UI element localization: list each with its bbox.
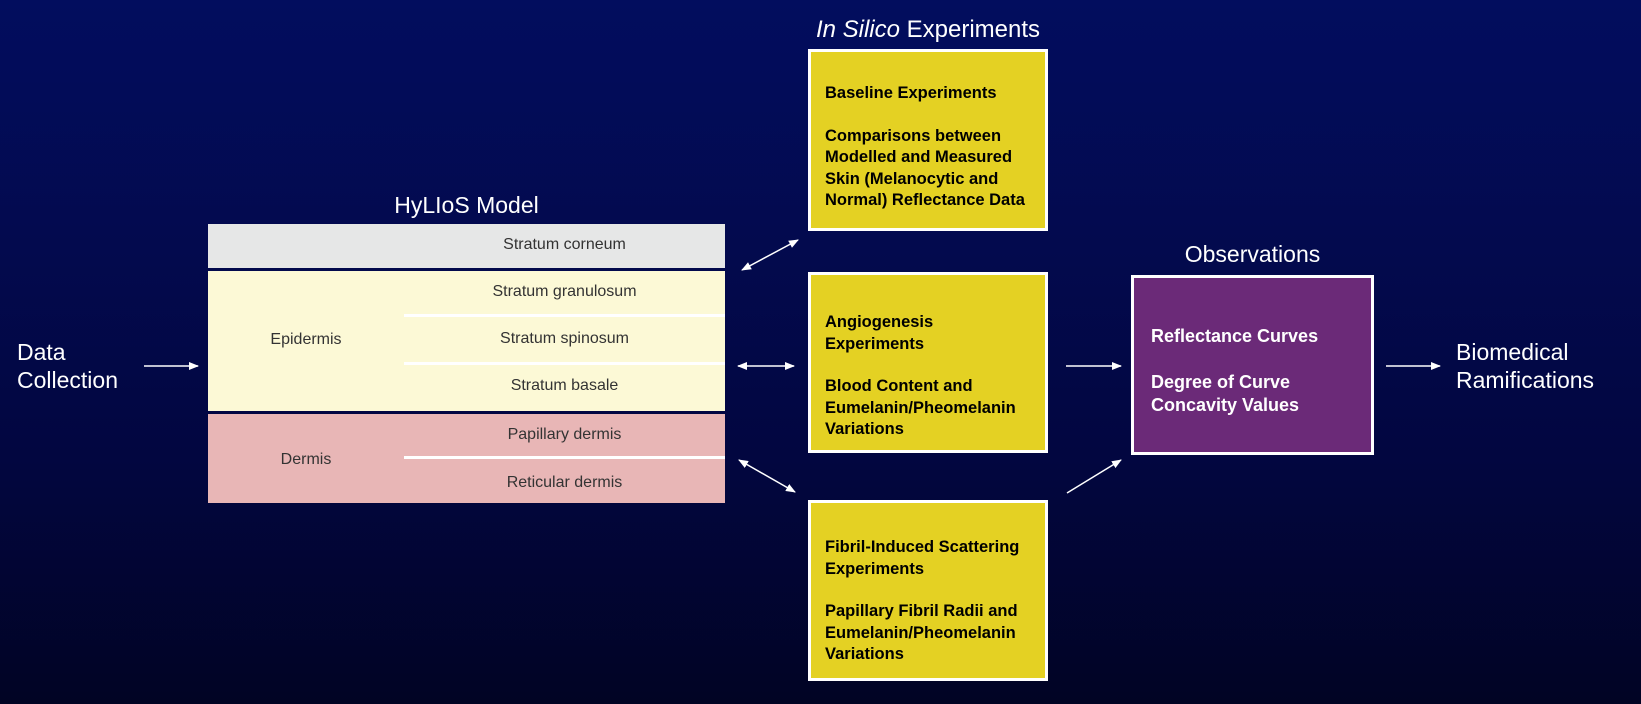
baseline-heading: Baseline Experiments (825, 84, 997, 102)
curve-concavity-item: Degree of Curve Concavity Values (1151, 372, 1300, 415)
stratum-corneum-label: Stratum corneum (503, 236, 626, 253)
layer-stratum-corneum: Stratum corneum (208, 224, 725, 268)
observations-title: Observations (1184, 241, 1321, 267)
baseline-detail: Comparisons between Modelled and Measure… (825, 126, 1025, 210)
data-collection-line-1: Data (17, 339, 66, 365)
fibril-heading: Fibril-Induced Scattering Experiments (825, 538, 1020, 578)
biomedical-ramifications-label: Biomedical Ramifications (1456, 338, 1594, 394)
arrow-fibril-to-observations (1066, 459, 1122, 494)
reflectance-curves-item: Reflectance Curves (1151, 326, 1319, 346)
reticular-dermis-label: Reticular dermis (506, 474, 623, 491)
baseline-experiments-box: Baseline Experiments Comparisons between… (808, 49, 1048, 231)
fibril-detail: Papillary Fibril Radii and Eumelanin/Phe… (825, 602, 1018, 663)
layer-divider (404, 362, 725, 365)
experiments-title-text: Experiments (899, 16, 1041, 43)
fibril-scattering-experiments-box: Fibril-Induced Scattering Experiments Pa… (808, 500, 1048, 681)
data-collection-line-2: Collection (17, 367, 118, 393)
data-collection-label: Data Collection (17, 338, 118, 394)
stratum-basale-label: Stratum basale (510, 377, 619, 394)
biomedical-line-2: Ramifications (1456, 367, 1595, 393)
stratum-granulosum-label: Stratum granulosum (492, 283, 637, 300)
arrow-model-baseline-bidirectional (741, 239, 799, 271)
epidermis-label: Epidermis (270, 331, 342, 348)
stratum-spinosum-label: Stratum spinosum (500, 330, 629, 347)
layer-dermis: Dermis Papillary dermis Reticular dermis (208, 414, 725, 503)
hylios-model-title: HyLIoS Model (394, 192, 539, 218)
angiogenesis-detail: Blood Content and Eumelanin/Pheomelanin … (825, 377, 1016, 438)
arrow-model-fibril-bidirectional (738, 459, 796, 493)
in-silico-experiments-title: In Silico Experiments (790, 16, 1066, 44)
biomedical-line-1: Biomedical (1456, 339, 1569, 365)
papillary-dermis-label: Papillary dermis (507, 426, 622, 443)
layer-epidermis: Epidermis Stratum granulosum Stratum spi… (208, 271, 725, 411)
layer-divider (404, 456, 725, 459)
observations-box: Reflectance Curves Degree of Curve Conca… (1131, 275, 1374, 455)
in-silico-italic-text: In Silico (815, 16, 900, 43)
layer-divider (404, 314, 725, 317)
dermis-label: Dermis (280, 451, 332, 468)
hylios-layer-table: Stratum corneum Epidermis Stratum granul… (208, 224, 725, 503)
angiogenesis-heading: Angiogenesis Experiments (825, 313, 934, 353)
angiogenesis-experiments-box: Angiogenesis Experiments Blood Content a… (808, 272, 1048, 453)
